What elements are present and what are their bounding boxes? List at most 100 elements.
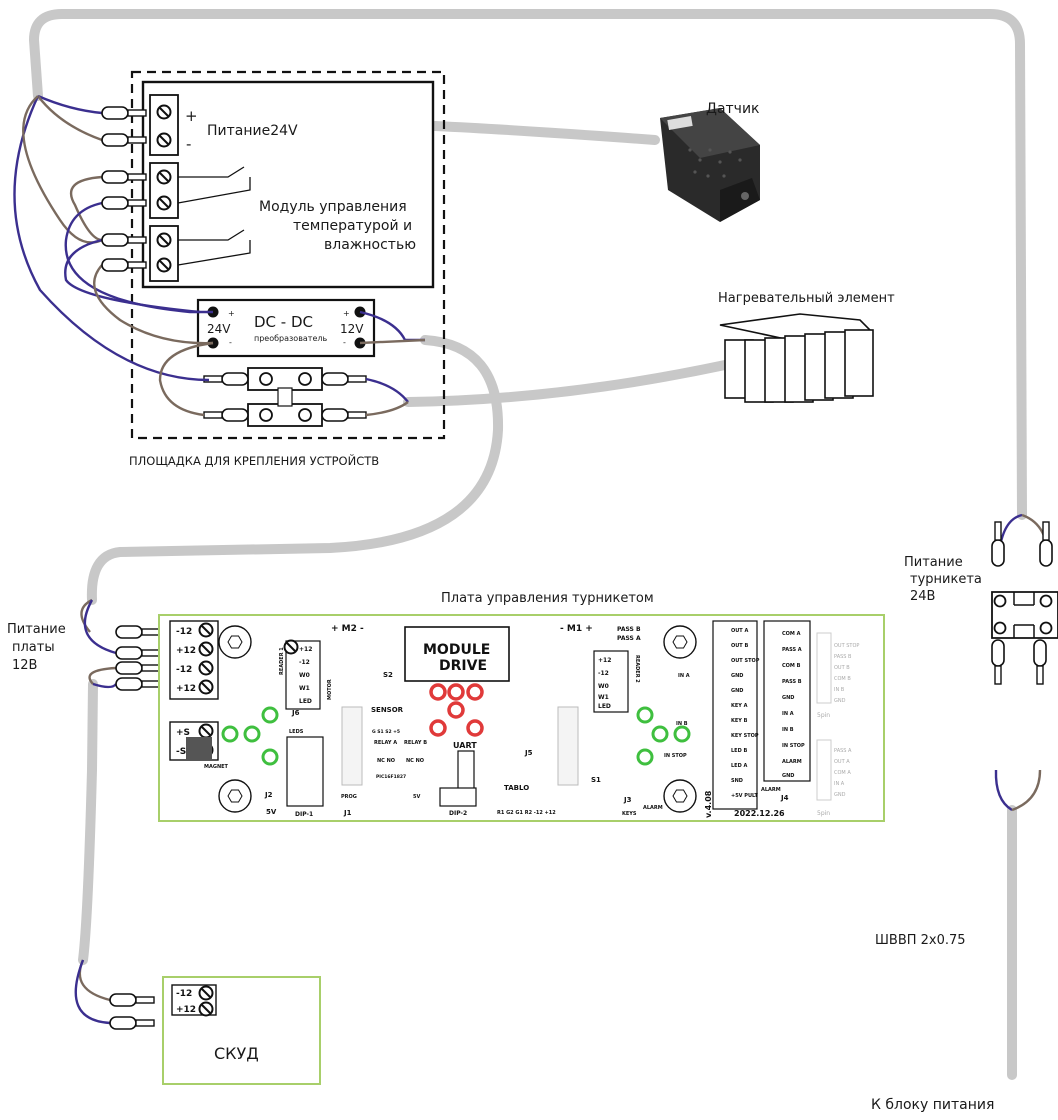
m2-label: + M2 - bbox=[331, 624, 364, 634]
pin5-label-top: 5pin bbox=[817, 712, 830, 719]
reader2-terminal bbox=[593, 650, 629, 713]
magnet-relay bbox=[186, 737, 212, 760]
j5-label: J5 bbox=[524, 749, 533, 757]
five-v-j2: 5V bbox=[266, 808, 277, 816]
pin5-top-4: COM B bbox=[834, 676, 851, 682]
cable-sensor bbox=[430, 121, 660, 145]
xt3-t1: OUT A bbox=[731, 628, 748, 634]
uart-label: UART bbox=[453, 741, 477, 750]
relay-b-ncno: NC NO bbox=[406, 758, 424, 764]
cable-board-skud bbox=[78, 679, 98, 965]
svg-text:+: + bbox=[343, 309, 350, 318]
xt13-t5: GND bbox=[782, 695, 794, 701]
skud-term-1: -12 bbox=[176, 989, 192, 999]
led-cluster-left bbox=[221, 706, 279, 766]
alarm-label-right: ALARM bbox=[761, 787, 781, 793]
pin5-bottom bbox=[816, 739, 832, 801]
version-label: v.4.08 bbox=[704, 790, 713, 818]
heater-label: Нагревательный элемент bbox=[718, 291, 895, 306]
dcdc-subtitle: преобразователь bbox=[254, 334, 328, 343]
cable-label: ШВВП 2х0.75 bbox=[875, 933, 966, 948]
xt13-t10: GND bbox=[782, 773, 794, 779]
heater-terminal bbox=[203, 367, 367, 427]
xt3-t2: OUT B bbox=[731, 643, 748, 649]
reader2-t1: +12 bbox=[598, 657, 611, 664]
module-label-1: Модуль управления bbox=[259, 199, 407, 215]
dip1 bbox=[286, 736, 324, 807]
cables bbox=[28, 9, 1027, 1080]
skud-terms: -12 +12 bbox=[176, 989, 196, 1015]
board-labels: MODULE DRIVE -12 +12 -12 +12 +S -S - M1 … bbox=[176, 624, 859, 818]
pin5-bottom-3: COM A bbox=[834, 770, 851, 776]
dcdc-title: DC - DC bbox=[254, 313, 313, 331]
xt13-t9: ALARM bbox=[782, 759, 802, 765]
xt13-terminal bbox=[763, 620, 811, 782]
reader2-t2: -12 bbox=[598, 670, 609, 677]
xt13-t6: IN A bbox=[782, 711, 794, 717]
xt13-t2: PASS A bbox=[782, 647, 802, 653]
pin5-bottom-5: GND bbox=[834, 792, 846, 798]
skud-device bbox=[109, 976, 321, 1085]
xt13-t7: IN B bbox=[782, 727, 794, 733]
pic-label: PIC16F1827 bbox=[376, 774, 406, 780]
tablo-label: TABLO bbox=[504, 784, 529, 792]
pass-b-label: PASS B bbox=[617, 626, 641, 633]
pin5-top bbox=[816, 632, 832, 704]
thermo-module bbox=[141, 80, 435, 289]
s1-label: S1 bbox=[591, 776, 601, 784]
xt1-term-1: -12 bbox=[176, 627, 192, 637]
turnstile-power-3: 24В bbox=[910, 589, 935, 604]
pin5-bottom-4: IN A bbox=[834, 781, 845, 787]
module-drive-box bbox=[404, 626, 510, 682]
xt3-t5: GND bbox=[731, 688, 743, 694]
prog-label: PROG bbox=[341, 794, 357, 800]
skud-term-2: +12 bbox=[176, 1005, 196, 1015]
svg-text:+: + bbox=[228, 309, 235, 318]
dip2-label: DIP-2 bbox=[449, 810, 467, 817]
keys-label: KEYS bbox=[622, 811, 637, 817]
xt3-terminal bbox=[712, 620, 758, 810]
board-power-1: Питание bbox=[7, 622, 66, 637]
in-a-label: IN A bbox=[678, 673, 690, 679]
sensor-pins: G S1 S2 +5 bbox=[372, 729, 400, 735]
cable-dcdc-board bbox=[86, 335, 504, 605]
svg-text:-: - bbox=[229, 338, 232, 347]
xt3-t11: SND bbox=[731, 778, 743, 784]
relay-b-label: RELAY B bbox=[404, 740, 427, 746]
xt3-t12: +5V PULT bbox=[731, 793, 758, 799]
led-cluster-right bbox=[636, 706, 691, 766]
j1-label: J1 bbox=[343, 809, 352, 817]
pin5-bottom-2: OUT A bbox=[834, 759, 850, 765]
xt3-t6: KEY A bbox=[731, 703, 748, 709]
svg-text:-: - bbox=[343, 338, 346, 347]
pin5-top-6: GND bbox=[834, 698, 846, 704]
dcdc-in-label: 24V bbox=[207, 322, 231, 336]
cable-heater bbox=[403, 360, 730, 407]
turnstile-power-1: Питание bbox=[904, 555, 963, 570]
xt3-t8: KEY STOP bbox=[731, 733, 759, 739]
j6-label: J6 bbox=[291, 709, 300, 717]
motor-label: MOTOR bbox=[327, 679, 333, 700]
pin5-bottom-1: PASS A bbox=[834, 748, 852, 754]
diagram-labels: Датчик + - Питание24V Модуль управления … bbox=[7, 101, 994, 1113]
dcdc-converter bbox=[196, 298, 376, 358]
reader1-terminal bbox=[283, 639, 321, 710]
module-drive-line1: MODULE bbox=[423, 642, 490, 658]
led-cluster-center bbox=[429, 683, 484, 737]
board-power-3: 12В bbox=[12, 658, 37, 673]
board-title: Плата управления турникетом bbox=[441, 591, 654, 606]
xt13-t1: COM A bbox=[782, 631, 801, 637]
date-label: 2022.12.26 bbox=[734, 809, 785, 818]
j4-label: J4 bbox=[780, 794, 789, 802]
xt3-t4: GND bbox=[731, 673, 743, 679]
xt13-t4: PASS B bbox=[782, 679, 802, 685]
reader1-t4: W1 bbox=[299, 685, 310, 692]
reader1-t2: -12 bbox=[299, 659, 310, 666]
turnstile-terminal bbox=[991, 521, 1058, 685]
xt3-t7: KEY B bbox=[731, 718, 748, 724]
turnstile-power-2: турникета bbox=[910, 572, 982, 587]
xt3-t10: LED A bbox=[731, 763, 747, 769]
xt1-term-2: +12 bbox=[176, 646, 196, 656]
j3-label: J3 bbox=[623, 796, 632, 804]
skud-label: СКУД bbox=[214, 1044, 259, 1063]
